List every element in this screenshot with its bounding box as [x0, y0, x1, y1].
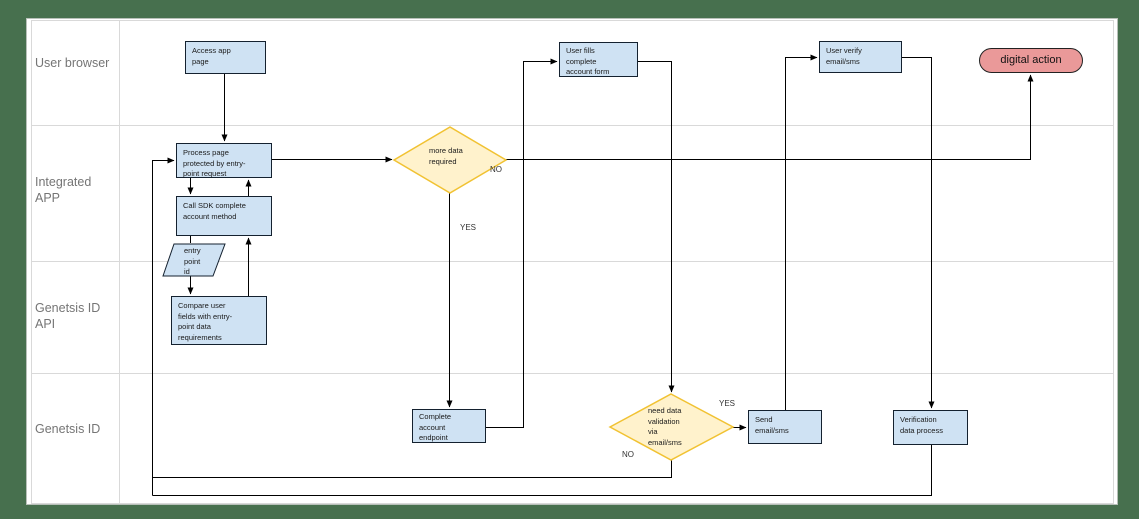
node-call-sdk: Call SDK complete account method [176, 196, 272, 236]
decision-more-data-label: more data required [429, 146, 463, 166]
node-send-email-sms: Send email/sms [748, 410, 822, 444]
decision-need-data-validation [608, 393, 735, 461]
node-user-verify: User verify email/sms [819, 41, 902, 73]
lane-label-integrated-app: Integrated APP [35, 175, 92, 205]
edge-endpoint-to-userfills [486, 58, 558, 428]
decision-more-data-required [392, 126, 508, 194]
node-compare-user-fields: Compare user fields with entry- point da… [171, 296, 267, 345]
data-entry-point-id [162, 243, 226, 277]
branch-label-no-need-validation: NO [622, 450, 634, 459]
node-verification-data-process: Verification data process [893, 410, 968, 445]
data-entry-point-id-label: entry point id [184, 246, 201, 276]
connectors [152, 54, 1034, 496]
edge-userverify-to-verification [902, 57, 935, 409]
branch-label-yes-more-data: YES [460, 223, 477, 232]
node-complete-account-endpoint: Complete account endpoint [412, 409, 486, 443]
edge-feedback-to-process [152, 157, 175, 496]
lane-label-genetsis-id: Genetsis ID [35, 422, 101, 436]
branch-label-no-more-data: NO [490, 165, 502, 174]
terminator-digital-action: digital action [979, 48, 1083, 73]
edge-userfills-to-needvalidation [638, 61, 675, 393]
lane-label-user-browser: User browser [35, 56, 110, 70]
node-user-fills-form: User fills complete account form [559, 42, 638, 77]
branch-label-yes-need-validation: YES [719, 399, 736, 408]
edge-verification-feedback [152, 445, 932, 496]
lane-label-genetsis-id-api: Genetsis ID API [35, 301, 101, 331]
edge-send-to-userverify [785, 54, 818, 410]
edge-needvalidation-no-feedback [152, 460, 672, 478]
decision-need-validation-label: need data validation via email/sms [648, 406, 682, 447]
node-access-app-page: Access app page [185, 41, 266, 74]
edge-moredata-no-to-digitalaction [505, 74, 1034, 160]
node-process-page: Process page protected by entry- point r… [176, 143, 272, 178]
